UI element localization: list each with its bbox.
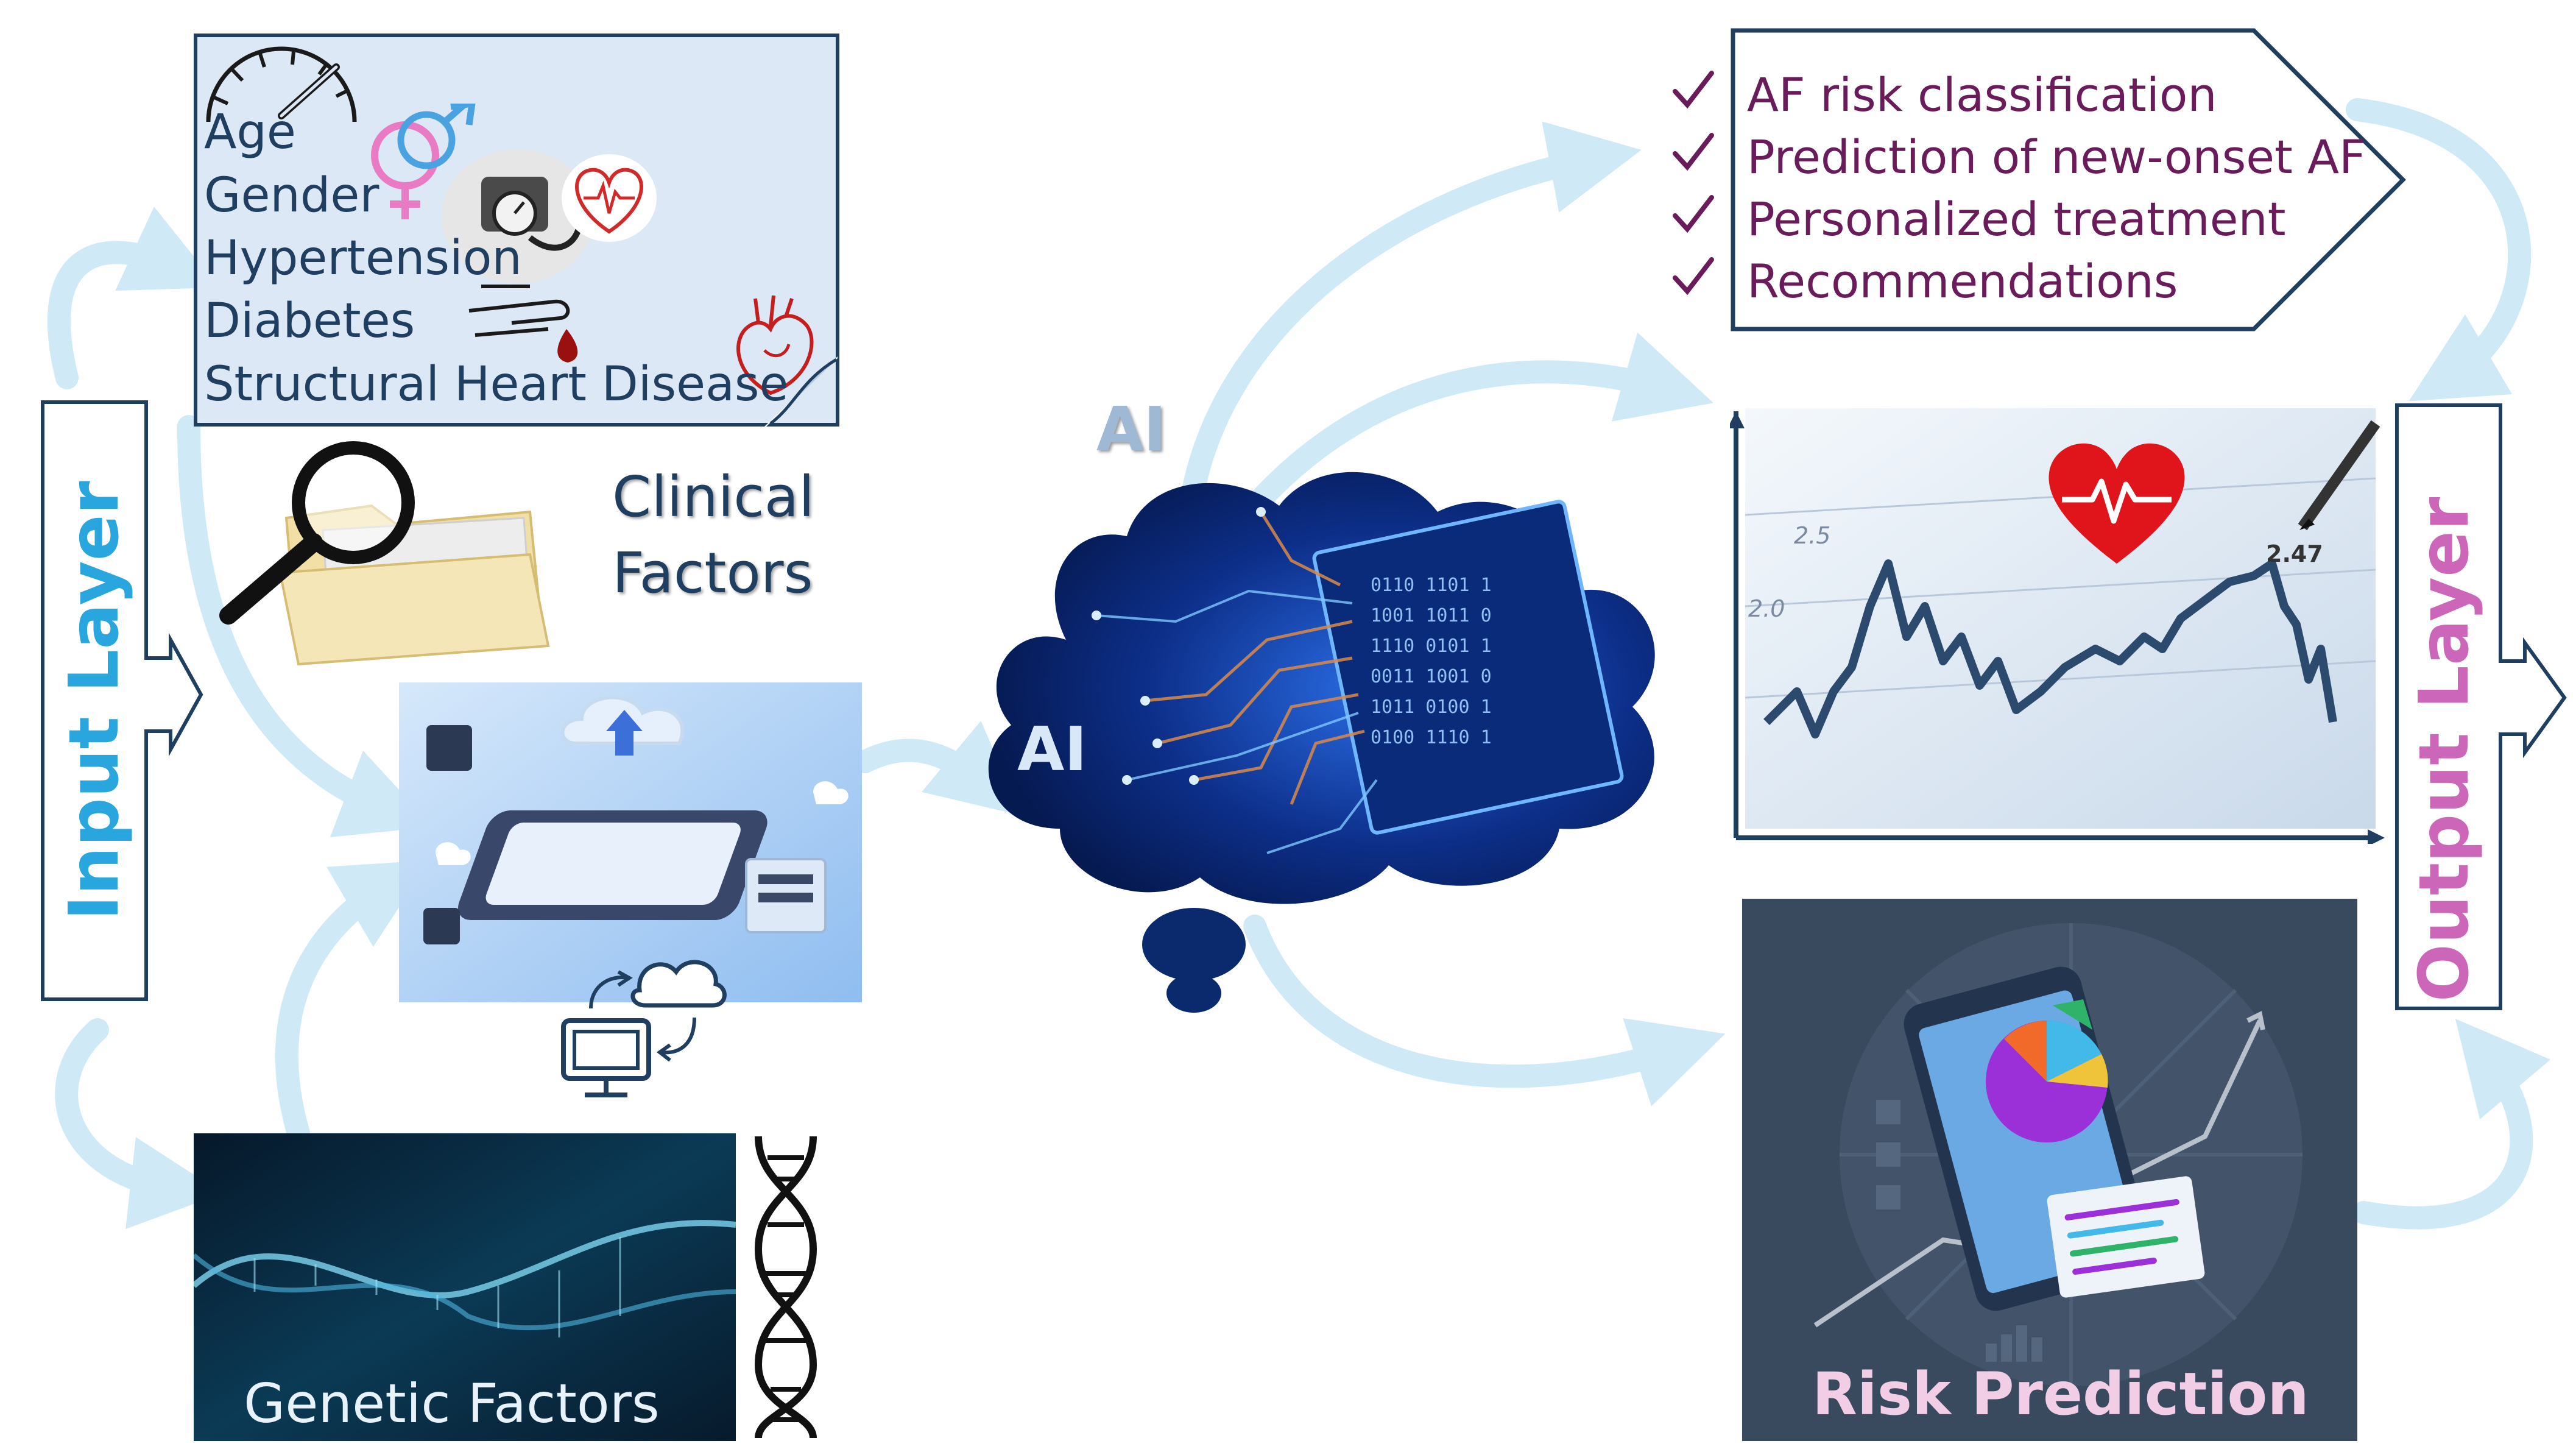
checkmark-column	[1673, 71, 1714, 296]
loop-arrow-top-right	[2346, 98, 2532, 402]
chart-tick-label-2: 2.0	[1748, 595, 1785, 622]
clinical-caption-line2: Factors	[612, 540, 813, 606]
svg-text:1001 1011 0: 1001 1011 0	[1371, 605, 1492, 626]
input-layer-label: Input Layer	[55, 481, 134, 921]
arrow-genetic-to-device	[275, 860, 430, 1145]
clinical-factor-diabetes: Diabetes	[204, 294, 415, 349]
clinical-factor-structural-heart-disease: Structural Heart Disease	[204, 357, 789, 412]
loop-arrow-bottom-left	[55, 1018, 223, 1230]
clinical-caption-line1: Clinical	[612, 464, 814, 529]
arrow-ai-to-risk	[1243, 915, 1726, 1107]
dna-helix-icon	[754, 1136, 817, 1439]
arrow-ai-to-chart	[1243, 332, 1713, 517]
gauge-icon	[206, 46, 357, 122]
folder-magnifier-icon	[219, 441, 550, 666]
check-icon-2	[1673, 133, 1714, 171]
heart-ecg-icon	[562, 154, 657, 242]
outcome-af-risk-classification: AF risk classification	[1747, 68, 2217, 122]
arrow-device-to-ai	[853, 720, 1023, 816]
page-curl-corner	[764, 356, 838, 427]
computer-cloud-sync-icon	[561, 960, 727, 1097]
outcome-recommendations: Recommendations	[1747, 254, 2178, 308]
arrow-ai-to-outcomes	[1182, 121, 1642, 499]
svg-text:0110 1101 1: 0110 1101 1	[1371, 575, 1492, 596]
svg-text:0100 1110 1: 0100 1110 1	[1371, 727, 1492, 748]
clinical-factor-hypertension: Hypertension	[204, 231, 522, 286]
risk-prediction-caption: Risk Prediction	[1812, 1360, 2309, 1428]
outcome-new-onset-af: Prediction of new-onset AF	[1747, 130, 2366, 184]
arrow-clinical-to-device	[177, 415, 434, 837]
blood-pressure-icon	[442, 149, 594, 283]
output-layer-label: Output Layer	[2405, 497, 2484, 1002]
anatomical-heart-icon	[736, 295, 814, 395]
ai-label-top: AI	[1096, 394, 1166, 465]
output-layer-arrow	[2395, 403, 2567, 1010]
ai-brain-cloud: 0110 1101 1 1001 1011 0 1110 0101 1 0011 1…	[988, 472, 1655, 1013]
svg-text:1011 0100 1: 1011 0100 1	[1371, 696, 1492, 718]
chart-tick-label-1: 2.5	[1794, 522, 1831, 549]
check-icon-1	[1673, 71, 1714, 109]
chart-tick-label-3: 2.47	[2266, 540, 2323, 567]
genetic-dna-image	[194, 1133, 736, 1441]
risk-prediction-panel	[1742, 899, 2357, 1441]
loop-arrow-top-left	[47, 207, 219, 389]
input-layer-arrow	[41, 400, 203, 1001]
loop-arrow-bottom-right	[2352, 1018, 2551, 1230]
clinical-factor-age: Age	[204, 105, 296, 160]
check-icon-4	[1673, 257, 1714, 296]
svg-text:0011 1001 0: 0011 1001 0	[1371, 666, 1492, 687]
clinical-factor-gender: Gender	[204, 168, 379, 223]
genetic-factors-caption: Genetic Factors	[244, 1372, 660, 1435]
cloud-device-illustration	[399, 682, 862, 1002]
check-icon-3	[1673, 195, 1714, 233]
glucose-finger-icon	[468, 285, 578, 363]
outcome-personalized-treatment: Personalized treatment	[1747, 192, 2286, 246]
gender-icon	[371, 104, 476, 219]
outcomes-box	[1731, 28, 2406, 331]
ai-label-cloud: AI	[1017, 714, 1087, 785]
heart-rate-icon	[2048, 443, 2185, 564]
svg-text:1110 0101 1: 1110 0101 1	[1371, 636, 1492, 657]
